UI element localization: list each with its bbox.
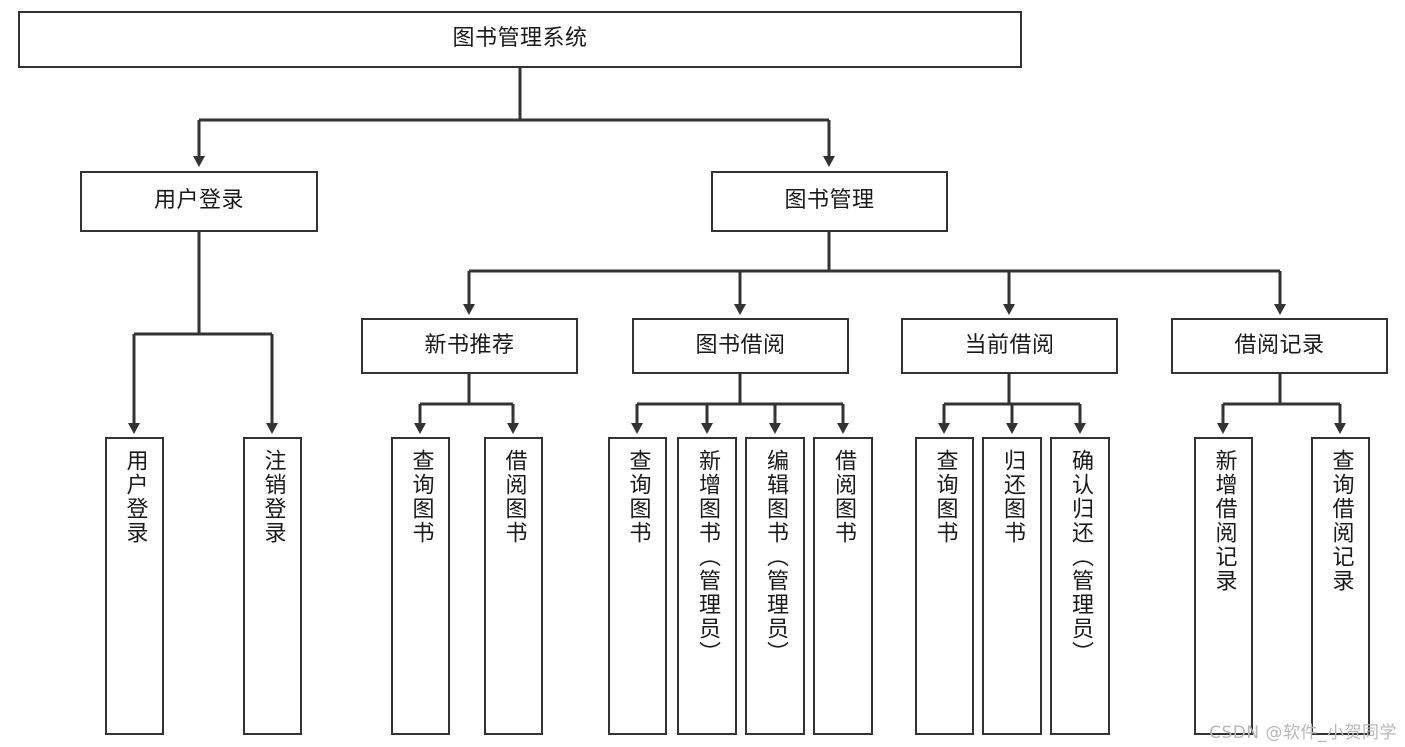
node-label: 用户登录 bbox=[153, 188, 244, 214]
leaf-user-logout[interactable]: 注销登录 bbox=[243, 437, 302, 735]
leaf-add-book[interactable]: 新增图书（管理员） bbox=[677, 437, 737, 735]
leaf-query-book-borrow[interactable]: 查询图书 bbox=[608, 437, 667, 735]
csdn-watermark: CSDN @软件_小贺同学 bbox=[1209, 723, 1397, 743]
node-label: 新增借阅记录 bbox=[1211, 449, 1237, 593]
leaf-borrow-book-recommend[interactable]: 借阅图书 bbox=[484, 437, 543, 735]
node-label: 新增图书（管理员） bbox=[695, 449, 720, 665]
node-label: 图书管理 bbox=[784, 188, 875, 214]
leaf-confirm-return[interactable]: 确认归还（管理员） bbox=[1050, 437, 1110, 735]
node-label: 用户登录 bbox=[122, 449, 148, 545]
leaf-borrow-book[interactable]: 借阅图书 bbox=[813, 437, 873, 735]
node-new-book-recommend[interactable]: 新书推荐 bbox=[361, 318, 578, 374]
node-label: 编辑图书（管理员） bbox=[763, 449, 788, 665]
node-label: 查询图书 bbox=[625, 449, 651, 545]
node-book-borrow[interactable]: 图书借阅 bbox=[632, 318, 849, 374]
leaf-edit-book[interactable]: 编辑图书（管理员） bbox=[745, 437, 805, 735]
node-root-system[interactable]: 图书管理系统 bbox=[18, 11, 1022, 68]
leaf-return-book[interactable]: 归还图书 bbox=[982, 437, 1042, 735]
node-label: 借阅记录 bbox=[1234, 332, 1325, 358]
node-label: 查询图书 bbox=[932, 449, 958, 545]
leaf-query-book-recommend[interactable]: 查询图书 bbox=[391, 437, 450, 735]
node-user-login[interactable]: 用户登录 bbox=[80, 171, 318, 232]
node-label: 当前借阅 bbox=[964, 332, 1055, 358]
leaf-user-login[interactable]: 用户登录 bbox=[105, 437, 164, 735]
node-label: 确认归还（管理员） bbox=[1068, 449, 1093, 665]
node-label: 查询图书 bbox=[408, 449, 434, 545]
node-label: 借阅图书 bbox=[501, 449, 527, 545]
node-book-manage[interactable]: 图书管理 bbox=[711, 171, 948, 232]
node-borrow-record[interactable]: 借阅记录 bbox=[1171, 318, 1388, 374]
leaf-add-borrow-record[interactable]: 新增借阅记录 bbox=[1194, 437, 1253, 735]
node-current-borrow[interactable]: 当前借阅 bbox=[901, 318, 1118, 374]
node-label: 图书借阅 bbox=[695, 332, 786, 358]
node-label: 归还图书 bbox=[1000, 449, 1025, 545]
node-label: 查询借阅记录 bbox=[1328, 449, 1354, 593]
leaf-query-book-current[interactable]: 查询图书 bbox=[915, 437, 974, 735]
node-label: 图书管理系统 bbox=[452, 26, 588, 52]
node-label: 新书推荐 bbox=[424, 332, 515, 358]
node-label: 借阅图书 bbox=[831, 449, 856, 545]
leaf-query-borrow-record[interactable]: 查询借阅记录 bbox=[1311, 437, 1370, 735]
node-label: 注销登录 bbox=[260, 449, 286, 545]
